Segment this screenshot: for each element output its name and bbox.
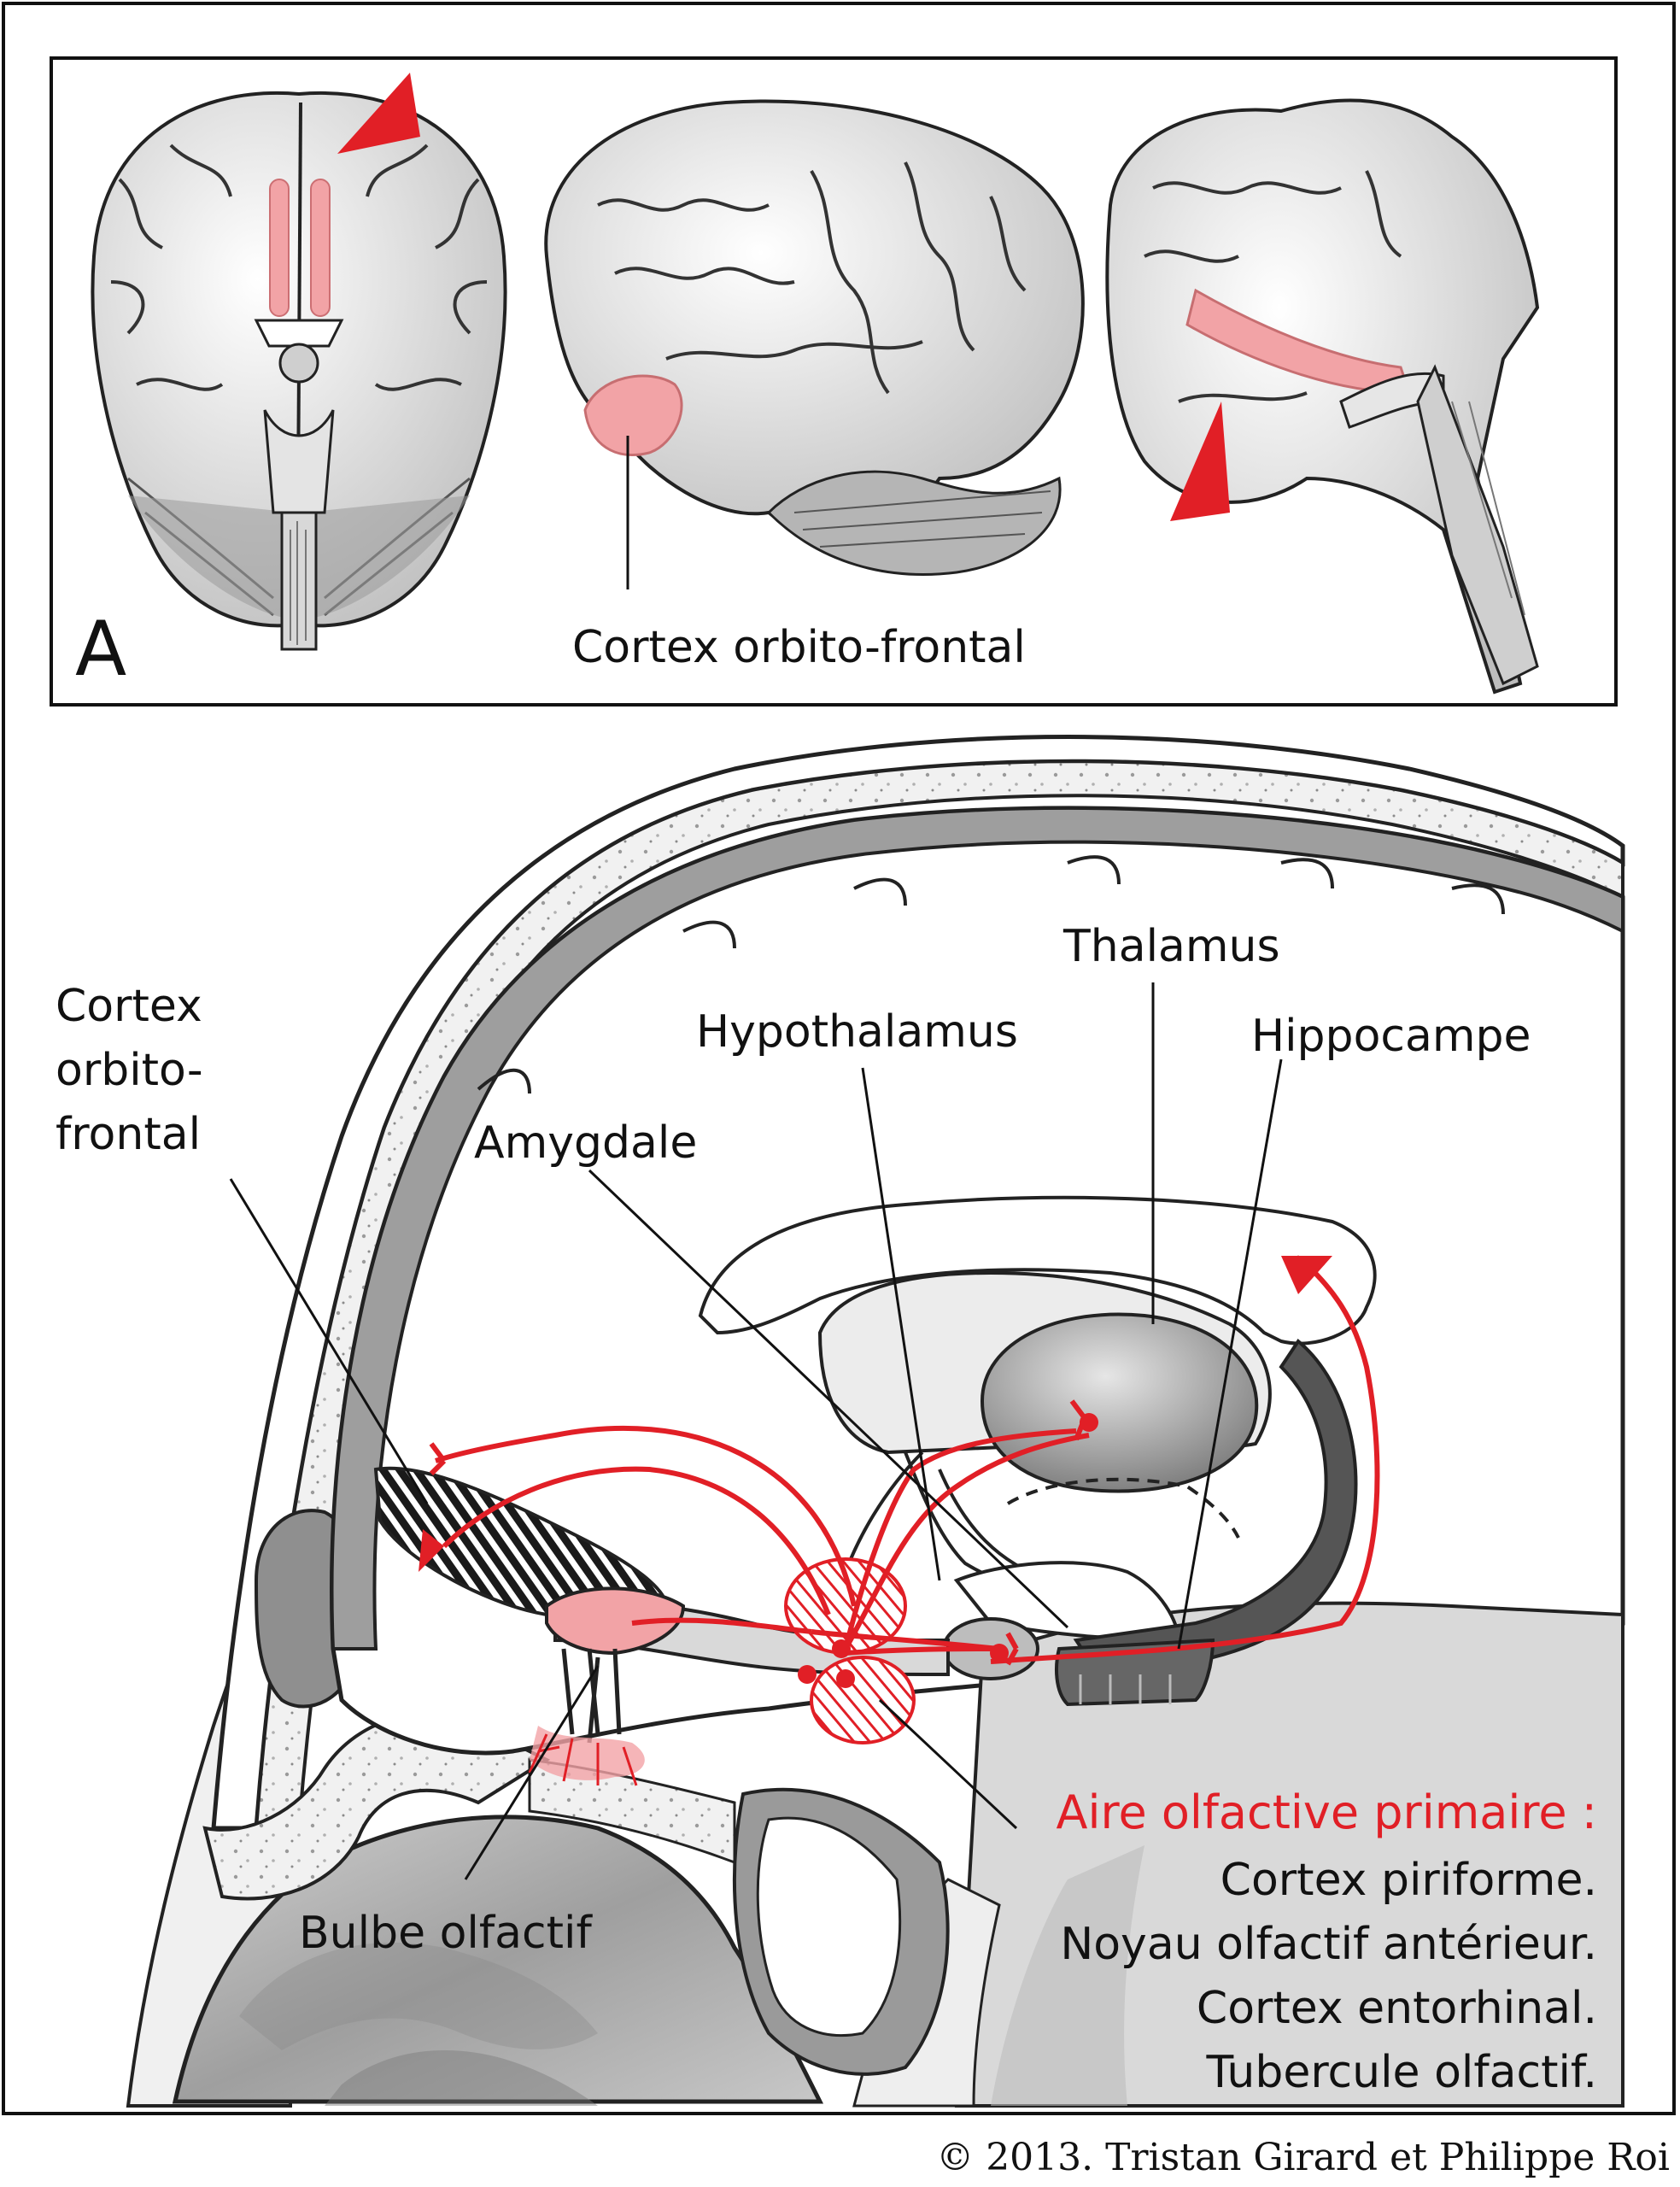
panel-b-labels: Cortex orbito- frontal Amygdale Hypothal… <box>56 921 1597 2098</box>
leader-lines <box>229 982 1283 1880</box>
primary-area-item: Cortex piriforme. <box>1220 1855 1597 1906</box>
thalamus <box>980 1312 1259 1493</box>
primary-area-item: Tubercule olfactif. <box>1206 2047 1598 2098</box>
label-hypothalamus: Hypothalamus <box>696 1006 1018 1058</box>
meninges-rim <box>330 806 1624 1651</box>
arrowhead-medial-view <box>1170 402 1230 521</box>
label-thalamus: Thalamus <box>1062 921 1280 972</box>
arrowhead-inferior-view <box>337 73 420 154</box>
label-amygdale: Amygdale <box>474 1117 697 1169</box>
label-cortex-line2: orbito- <box>56 1045 203 1096</box>
brainstem-medial <box>1416 364 1539 686</box>
panel-a-letter: A <box>75 605 126 693</box>
label-primary-area-title: Aire olfactive primaire : <box>1057 1785 1597 1839</box>
panel-a: A Cortex orbito-frontal <box>50 56 1618 707</box>
arrow-to-hippocampus <box>1281 1256 1332 1294</box>
copyright-notice: © 2013. Tristan Girard et Philippe Roi <box>936 2136 1670 2179</box>
brain-medial-view <box>1105 98 1540 695</box>
label-bulbe-olfactif: Bulbe olfactif <box>299 1908 593 1959</box>
primary-olfactory-area-lower <box>810 1656 916 1744</box>
label-cortex-orbitofrontal-a: Cortex orbito-frontal <box>572 622 1026 673</box>
panel-b <box>126 735 1625 2108</box>
label-hippocampe: Hippocampe <box>1251 1011 1531 1062</box>
primary-area-item: Cortex entorhinal. <box>1197 1983 1597 2034</box>
label-cortex-line1: Cortex <box>56 981 202 1032</box>
brain-inferior-view <box>91 73 507 651</box>
olfactory-tract-right-highlight <box>310 179 331 317</box>
label-cortex-line3: frontal <box>56 1109 201 1160</box>
cerebellum-lateral <box>766 470 1062 576</box>
cribriform-region <box>202 1712 551 1901</box>
olfactory-tract-left-highlight <box>269 179 290 317</box>
orbitofrontal-highlight-lateral <box>583 374 683 457</box>
brain-lateral-view <box>544 99 1085 589</box>
pathway-nodes <box>798 1413 1098 1688</box>
olfactory-pathways <box>429 1255 1380 1666</box>
olfactory-bulb <box>545 1586 686 1656</box>
primary-area-item: Noyau olfactif antérieur. <box>1060 1919 1597 1970</box>
